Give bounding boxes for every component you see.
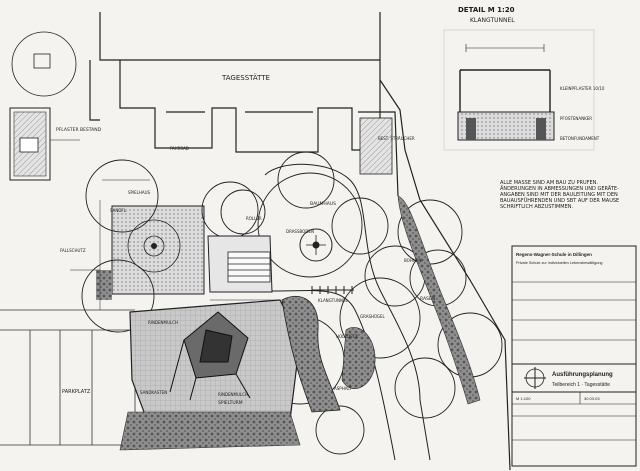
svg-text:SANDFL.: SANDFL.: [110, 208, 127, 213]
klangtunnel-posts: [311, 286, 354, 294]
spielturm-label: SPIELTURM: [218, 400, 243, 406]
detail-subtitle: KLANGTUNNEL: [470, 17, 515, 24]
detail-drawing: [443, 29, 595, 151]
svg-text:GRASHÜGEL: GRASHÜGEL: [360, 314, 386, 319]
tb-project-sub: Private Schule zur individuellen Lebensb…: [516, 261, 603, 265]
svg-text:RINDENMULCH: RINDENMULCH: [148, 320, 178, 325]
detail-note-2: PFOSTENANKER: [560, 116, 592, 121]
curving-path: [254, 163, 431, 461]
parkplatz-label: PARKPLATZ: [62, 389, 91, 395]
tb-plan-part: Teilbereich 1 · Tagesstätte: [552, 382, 610, 388]
detail-note-3: BETONFUNDAMENT: [560, 136, 600, 141]
tb-date: 30.03.03: [584, 396, 600, 401]
svg-text:RINDENMULCH: RINDENMULCH: [218, 392, 248, 397]
baumhaus-label: BAUMHAUS: [310, 201, 336, 207]
tb-project: Regens-Wagner-Schule in Dillingen: [516, 252, 592, 257]
rasen-label: RASEN: [420, 296, 435, 302]
svg-text:ASPHALT: ASPHALT: [334, 386, 352, 391]
svg-text:FAHRRAD: FAHRRAD: [170, 146, 189, 151]
detail-note-1: KLEINPFLASTER 10/10: [560, 86, 605, 91]
svg-text:BEST. STRÄUCHER: BEST. STRÄUCHER: [378, 136, 415, 141]
svg-text:ROLLER: ROLLER: [246, 216, 262, 221]
svg-text:KLANGTUNNEL: KLANGTUNNEL: [318, 298, 349, 303]
svg-text:SPIELHAUS: SPIELHAUS: [128, 190, 151, 195]
round-sandpit: [299, 228, 333, 262]
dimension-lines: [70, 179, 280, 310]
building-label: TAGESSTÄTTE: [221, 73, 270, 82]
climbing-structure: [169, 311, 251, 401]
left-annex: [9, 107, 80, 181]
svg-text:HOLZDECK: HOLZDECK: [336, 334, 359, 339]
pflaster-label: PFLASTER BESTAND: [56, 127, 102, 133]
tree-circle-topleft: [11, 31, 77, 97]
play-square: [111, 205, 205, 295]
right-beds: [359, 117, 481, 405]
svg-text:BOHNEN: BOHNEN: [404, 258, 421, 263]
tb-scale: M 1:100: [516, 396, 531, 401]
detail-title: DETAIL M 1:20: [458, 6, 515, 14]
title-block: [511, 245, 637, 467]
building-outline: [89, 12, 381, 153]
tb-plan-type: Ausführungsplanung: [552, 372, 613, 378]
steps: [227, 251, 271, 283]
plan-annotations: SANDFL. FALLSCHUTZ DRASSBODEN ROLLER KLA…: [60, 136, 421, 397]
svg-text:SANDKASTEN: SANDKASTEN: [140, 390, 167, 395]
general-note: ALLE MASSE SIND AM BAU ZU PRÜFEN. ÄNDERU…: [500, 180, 620, 210]
svg-text:FALLSCHUTZ: FALLSCHUTZ: [60, 248, 86, 253]
svg-text:DRASSBODEN: DRASSBODEN: [286, 229, 314, 234]
site-boundary: [358, 79, 511, 471]
north-arrow-icon: [524, 367, 546, 389]
